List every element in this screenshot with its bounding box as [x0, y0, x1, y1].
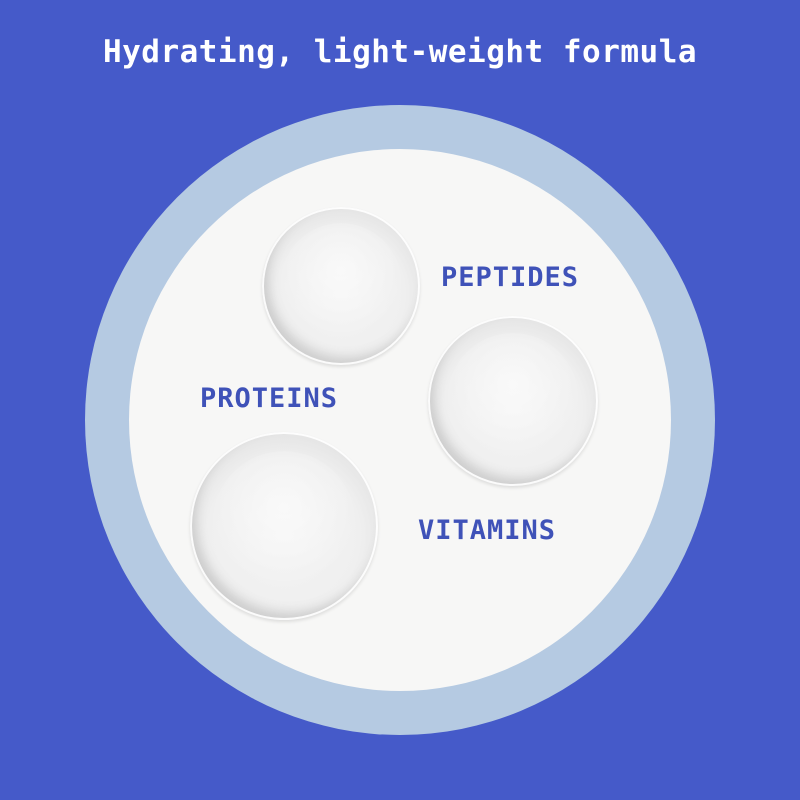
- ingredient-label-vitamins: VITAMINS: [418, 515, 557, 546]
- droplet-bottom-left: [190, 432, 378, 620]
- ingredient-label-peptides: PEPTIDES: [441, 262, 580, 293]
- droplet-right: [428, 316, 598, 486]
- inner-white-disc: PEPTIDES PROTEINS VITAMINS: [129, 149, 671, 691]
- ingredient-label-proteins: PROTEINS: [200, 383, 339, 414]
- droplet-top: [262, 207, 420, 365]
- headline: Hydrating, light-weight formula: [102, 34, 698, 70]
